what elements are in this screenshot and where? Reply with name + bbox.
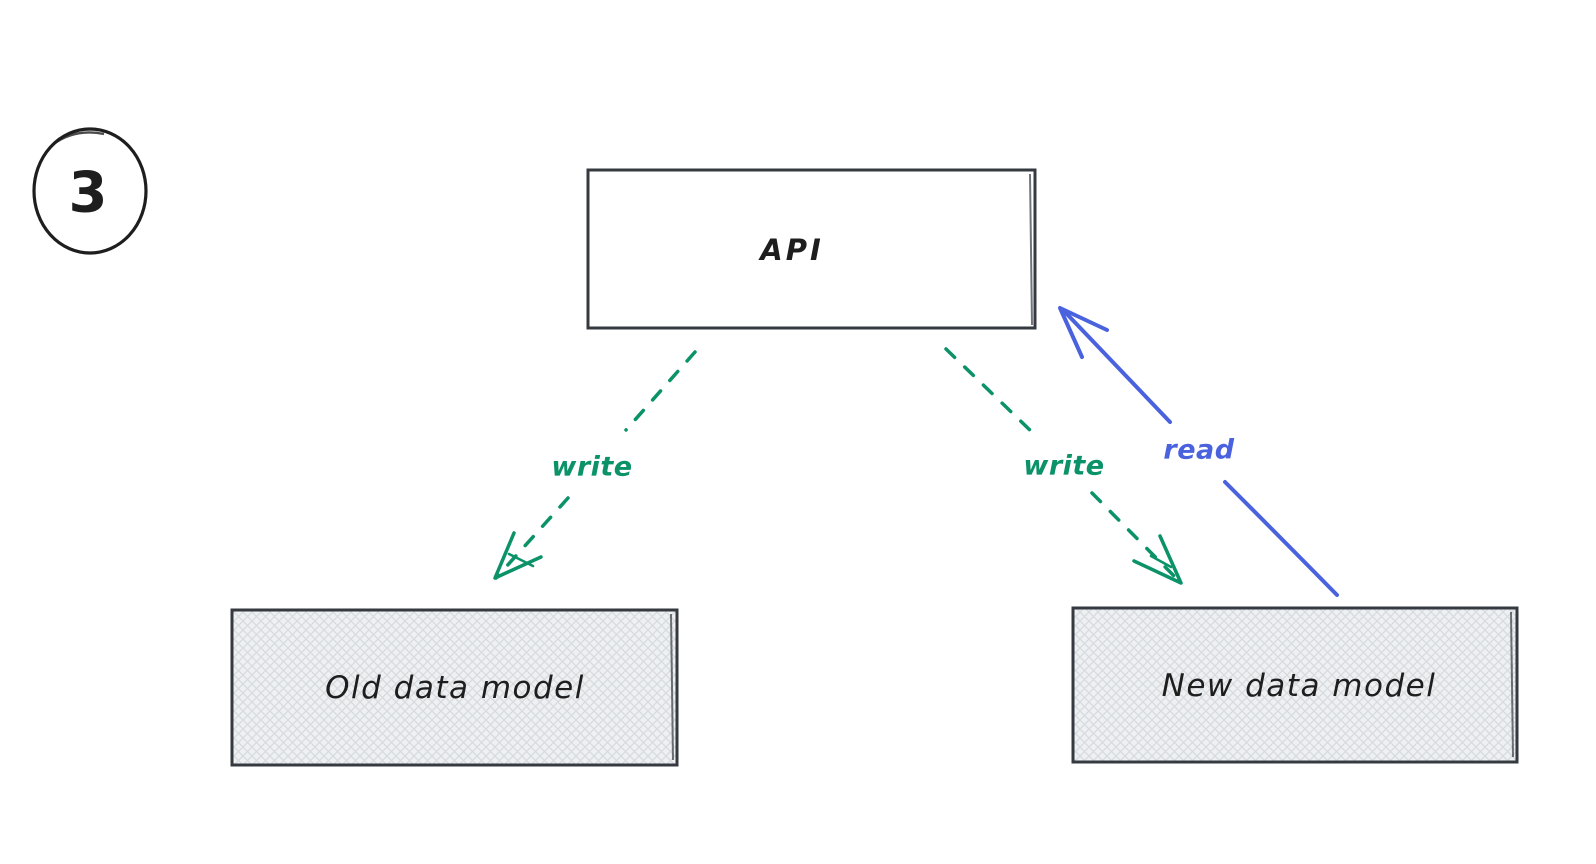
old-model-node-label: Old data model [325,670,585,706]
read-arrow-shaft-upper [1063,310,1172,424]
write-arrow-right-shaft-lower [1090,491,1182,584]
old-model-node: Old data model [230,608,679,767]
step-badge-circle [32,127,148,255]
write-arrow-right-arrowhead-sketch [1149,554,1173,569]
api-node: API [586,168,1037,330]
write-arrow-right-label: write [1023,451,1104,482]
new-model-node: New data model [1071,606,1519,764]
write-arrow-left-arrowhead [493,531,543,580]
step-badge: 3 [32,127,148,255]
step-badge-digit: 3 [69,161,108,226]
old-model-node-box [230,608,679,767]
write-arrow-right-arrowhead [1132,534,1183,585]
step-badge-sketch-stroke [51,131,105,146]
write-arrow-right-shaft-upper [944,347,1035,435]
read-arrow-arrowhead [1058,306,1109,359]
write-arrow-left-arrowhead-sketch [507,552,535,568]
write-arrow-left: write [493,350,697,580]
read-arrow: read [1058,306,1339,597]
read-arrow-shaft-lower [1223,480,1339,597]
old-model-sketch-edge [670,613,674,761]
new-model-node-label: New data model [1162,668,1437,704]
write-arrow-left-shaft-lower [494,496,570,580]
api-node-label: API [758,233,824,267]
new-model-sketch-edge [1510,611,1514,758]
write-arrow-left-shaft-upper [624,350,697,432]
new-model-node-box [1071,606,1519,764]
write-arrow-left-label: write [551,452,632,483]
read-arrow-label: read [1163,435,1234,466]
api-node-box [586,168,1037,330]
write-arrow-right: write [944,347,1183,585]
api-node-sketch-edge [1029,173,1033,326]
